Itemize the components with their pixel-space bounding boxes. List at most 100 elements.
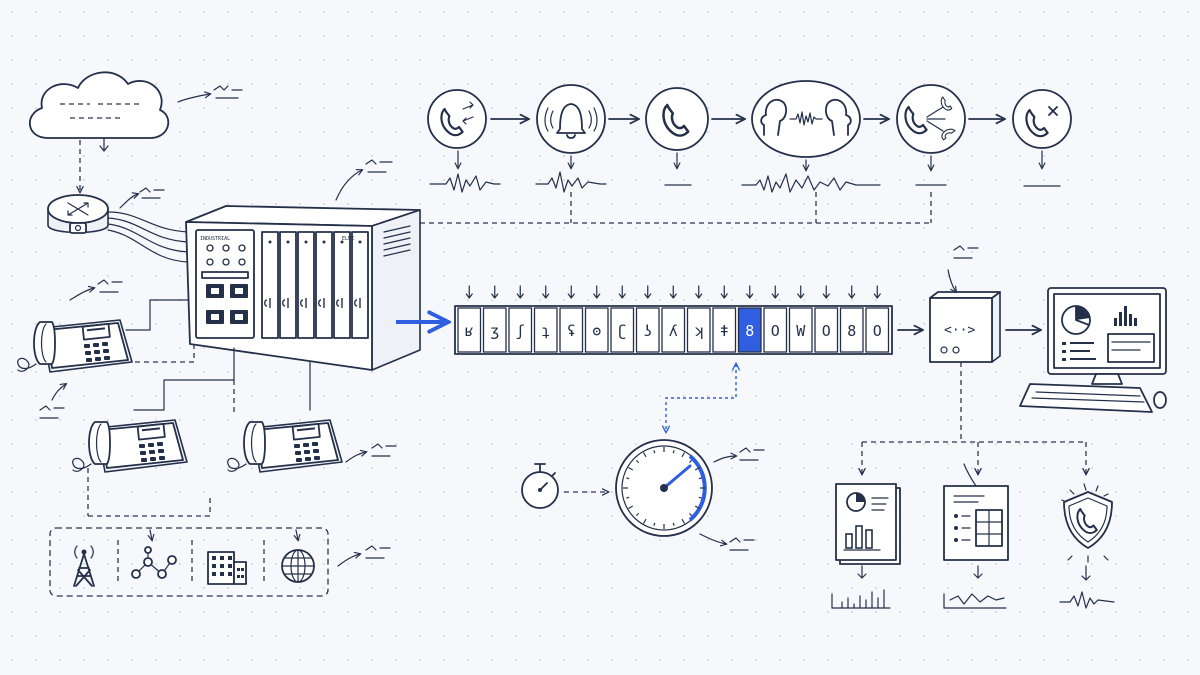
sequence-cell — [763, 307, 788, 353]
pbx-vent — [383, 225, 411, 257]
sequence-input-arrow — [771, 285, 779, 299]
sequence-cell — [686, 307, 711, 353]
sequence-cell — [814, 307, 839, 353]
sequence-cell-glyph: 8 — [745, 322, 754, 340]
sequence-cell-glyph: O — [873, 322, 882, 340]
sequence-cell — [533, 307, 558, 353]
pbx-phone-links — [87, 299, 311, 517]
gauge-tick — [698, 496, 702, 499]
router-pbx-cables — [107, 211, 189, 263]
office-building-icon — [207, 551, 247, 585]
sequence-input-arrow — [822, 285, 830, 299]
pbx-ethernet-ports — [206, 284, 248, 324]
code-icon: <··> — [944, 323, 975, 338]
sequence-cell — [712, 307, 737, 353]
sequence-cell-glyph: ʖ — [643, 322, 652, 340]
sequence-cell-glyph: O — [822, 322, 831, 340]
sequence-cell-glyph: ʞ — [694, 322, 703, 340]
sequence-cell-glyph: ʗ — [618, 322, 627, 340]
sequence-cell-glyph: ʁ — [465, 322, 474, 340]
data-table-icon — [943, 485, 1009, 561]
sequence-input-arrow — [593, 285, 601, 299]
sequence-input-arrow — [465, 285, 473, 299]
sequence-cell — [635, 307, 660, 353]
stopwatch-icon — [521, 463, 559, 509]
call-end-icon — [1012, 89, 1072, 149]
cloud-icon — [28, 71, 170, 152]
call-transfer-icon — [896, 84, 966, 154]
call-flow-row — [420, 80, 1072, 224]
sequence-cell — [584, 307, 609, 353]
gauge-tick — [628, 505, 634, 510]
sequence-input-arrow — [542, 285, 550, 299]
sequence-input-arrow — [873, 285, 881, 299]
output-mini-charts — [831, 565, 1115, 609]
sequence-cell-glyph: O — [771, 322, 780, 340]
processor-output-links — [862, 362, 1086, 474]
sequence-cell — [457, 307, 482, 353]
sequence-input-arrow — [720, 285, 728, 299]
desk-phone-3 — [226, 419, 343, 473]
sequence-cell-glyph: ʘ — [592, 322, 601, 340]
network-nodes-icon — [131, 546, 177, 579]
gauge-tick — [694, 505, 700, 510]
bell-ringing-icon — [536, 84, 606, 154]
sequence-cell-glyph: ʒ — [490, 322, 499, 340]
gauge-tick — [642, 452, 647, 458]
conversation-icon — [751, 80, 861, 158]
gauge-tick — [681, 452, 686, 458]
pbx-line-cards — [261, 231, 369, 339]
sequence-cell-glyph: ʢ — [567, 322, 576, 340]
router-icon — [47, 194, 109, 234]
sequence-input-arrow — [644, 285, 652, 299]
sequence-cell-highlighted — [737, 307, 762, 353]
cell-tower-icon — [73, 545, 95, 587]
flow-collector-line — [420, 192, 932, 224]
gauge-tick — [653, 450, 656, 454]
sequence-input-arrow — [797, 285, 805, 299]
sequence-cell — [610, 307, 635, 353]
connectivity-box — [49, 527, 329, 597]
gauge-tick — [626, 496, 630, 499]
annotation-marks — [39, 85, 979, 567]
sequence-cell-glyph: 8 — [847, 322, 856, 340]
desk-phone-1 — [16, 319, 133, 373]
sequence-cell — [788, 307, 813, 353]
gauge-tick — [689, 513, 693, 517]
globe-icon — [281, 549, 315, 583]
gauge-tick — [635, 513, 639, 517]
gauge-tick — [653, 522, 656, 526]
sequence-cell-glyph: ʃ — [516, 322, 525, 340]
analytics-report-icon — [835, 483, 901, 565]
sequence-cell — [482, 307, 507, 353]
sequence-cell-glyph: ǂ — [720, 322, 729, 340]
sequence-cell-glyph: W — [796, 322, 806, 340]
pbx-model-label: ELNX — [342, 236, 354, 242]
gauge-tick — [635, 459, 639, 463]
sequence-input-arrow — [848, 285, 856, 299]
gauge-tick — [626, 477, 630, 480]
gauge-tick — [672, 522, 675, 526]
gauge-tick — [698, 477, 702, 480]
security-shield-icon — [1061, 483, 1113, 563]
incoming-call-icon — [427, 89, 487, 149]
sequence-input-arrow — [669, 285, 677, 299]
pbx-brand-label: INDUSTRIAL — [200, 236, 230, 242]
sequence-cell-glyph: ʇ — [541, 322, 550, 340]
gauge-feedback-link — [666, 364, 736, 432]
sequence-input-arrow — [695, 285, 703, 299]
sequence-cell — [865, 307, 890, 353]
monitor-icon — [1019, 287, 1167, 413]
gauge-tick — [642, 518, 647, 524]
connectivity-pointers — [150, 529, 298, 540]
sequence-cell — [508, 307, 533, 353]
sequence-cell — [559, 307, 584, 353]
sequence-input-arrow — [618, 285, 626, 299]
gauge-tick — [694, 466, 700, 471]
sequence-cell — [839, 307, 864, 353]
sequence-cell — [661, 307, 686, 353]
gauge-tick — [628, 466, 634, 471]
processor-box: <··> — [929, 291, 1001, 363]
